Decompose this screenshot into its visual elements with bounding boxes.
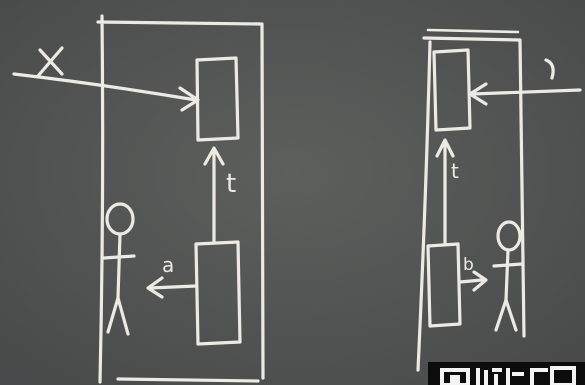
left-action-arrow: [148, 284, 198, 290]
right-transition-label: t: [451, 159, 459, 183]
left-transition-label: t: [226, 169, 236, 199]
left-transition-arrowhead: [203, 146, 225, 166]
left-action-label: a: [162, 253, 174, 277]
right-transition-arrowhead: [435, 138, 455, 158]
left-panel-frame: [96, 14, 265, 384]
right-action-label: b: [463, 255, 474, 275]
right-input-arrow: [470, 88, 582, 96]
right-top-box: [432, 48, 472, 132]
left-stick-figure: [102, 202, 136, 336]
right-input-y-label: Y: [544, 58, 555, 80]
right-panel: Y t b: [416, 28, 582, 372]
left-panel-bottom: [116, 377, 260, 383]
right-panel-frame: [416, 36, 526, 372]
left-action-arrowhead: [146, 276, 164, 299]
right-stick-figure: [492, 220, 524, 332]
right-action-arrow: [458, 278, 484, 284]
right-bottom-box: [426, 242, 462, 328]
left-input-x-label: X: [36, 46, 64, 78]
left-panel: X t a: [12, 14, 265, 384]
left-top-box: [195, 56, 240, 142]
left-input-arrow: [12, 72, 198, 102]
right-action-arrowhead: [472, 270, 488, 292]
left-bottom-box: [194, 240, 242, 346]
right-panel-top-edge: [426, 28, 520, 34]
watermark-logo: [428, 362, 585, 385]
